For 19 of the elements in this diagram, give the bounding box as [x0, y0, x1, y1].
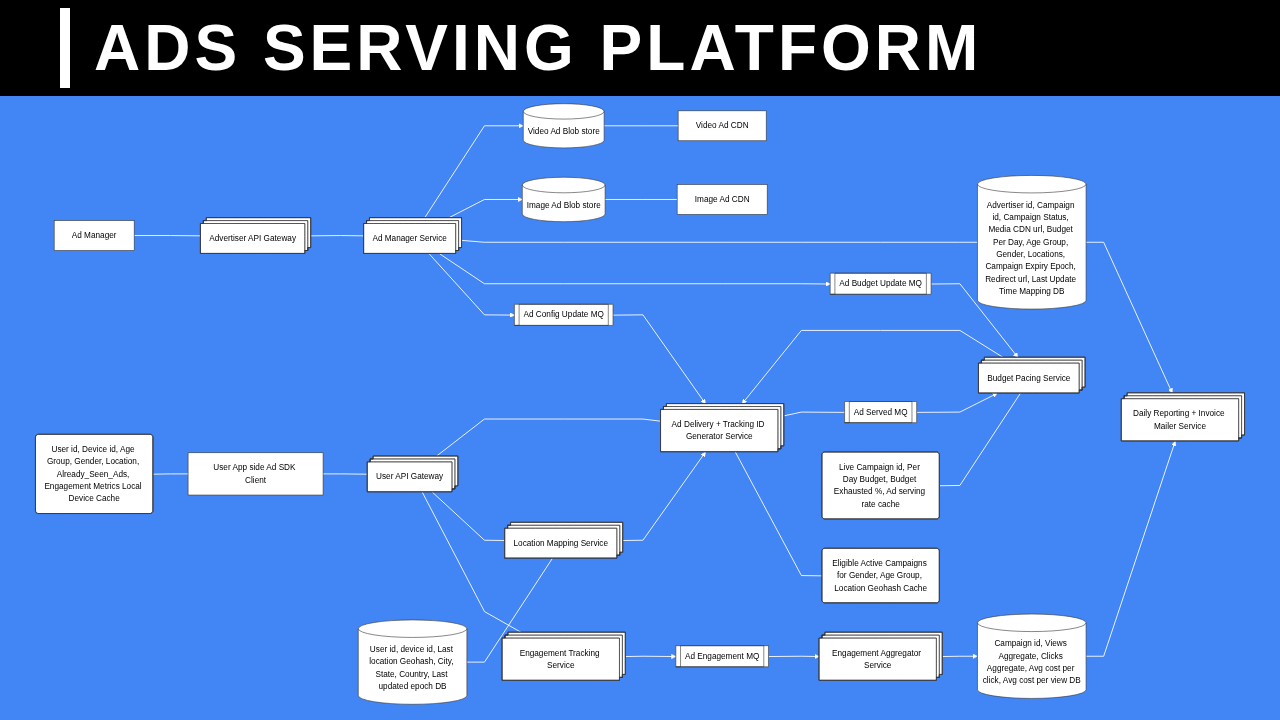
connector — [603, 125, 679, 127]
connector — [604, 199, 678, 200]
connector — [152, 473, 189, 475]
node-box: Video Ad CDN — [677, 110, 767, 142]
connector — [783, 411, 846, 417]
connector — [310, 235, 365, 237]
connector — [421, 491, 522, 633]
connector — [734, 451, 823, 577]
connector — [431, 491, 506, 541]
connector — [461, 239, 978, 243]
connector — [133, 235, 202, 237]
title: ADS SERVING PLATFORM — [60, 8, 983, 88]
connector — [939, 392, 1021, 487]
node-box: Ad Manager — [53, 220, 135, 251]
node-box: User App side Ad SDK Client — [187, 452, 324, 496]
connector — [435, 418, 662, 457]
node-box: Image Ad CDN — [676, 184, 768, 215]
connector — [322, 473, 368, 475]
connector — [466, 557, 553, 663]
